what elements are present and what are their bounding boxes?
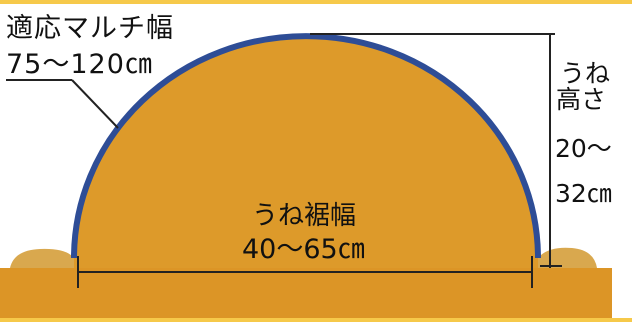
- mulch-width-range: 75～120㎝: [6, 49, 153, 80]
- mulch-width-title: 適応マルチ幅: [6, 13, 174, 44]
- ridge-height-title-line1: うね: [560, 59, 611, 88]
- mulch-sheet-outline: [71, 33, 541, 259]
- mulch-pointer-line: [71, 79, 119, 129]
- base-width-range: 40～65㎝: [242, 234, 365, 265]
- ridge-height-range-line2: 32㎝: [555, 179, 612, 208]
- ridge-body: [74, 36, 538, 268]
- ground: [0, 268, 612, 318]
- base-width-title: うね裾幅: [252, 201, 357, 231]
- ridge-height-range-line1: 20～: [555, 134, 612, 163]
- ridge-height-title-line2: 高さ: [556, 85, 607, 114]
- left-soil-mound: [10, 248, 74, 268]
- right-soil-mound: [538, 247, 597, 268]
